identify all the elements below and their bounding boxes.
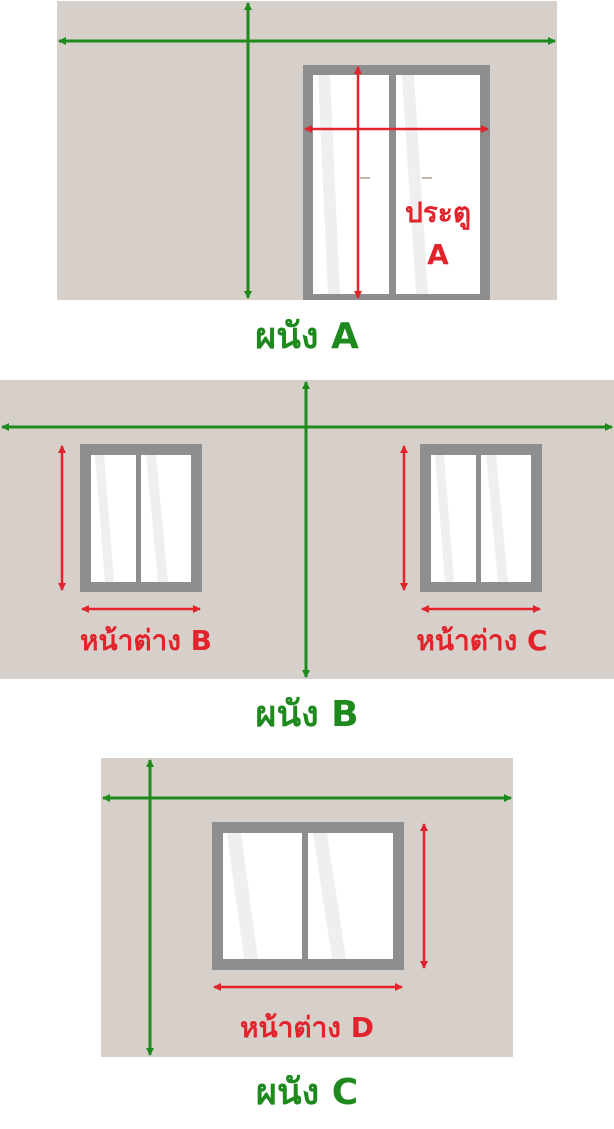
wall-b: หน้าต่าง B หน้าต่าง C ผนัง B [0, 380, 614, 735]
window-c-label: หน้าต่าง C [416, 624, 547, 657]
window-d-label: หน้าต่าง D [240, 1011, 374, 1044]
window-d [212, 822, 404, 970]
wall-c-label: ผนัง C [256, 1072, 358, 1113]
door-a-label-line1: ประตู [405, 196, 471, 230]
wall-c: หน้าต่าง D ผนัง C [101, 758, 513, 1113]
window-c [420, 444, 542, 592]
window-b [80, 444, 202, 592]
wall-a-label: ผนัง A [255, 316, 359, 357]
door-a-label-line2: A [427, 238, 449, 271]
door-a [303, 65, 490, 300]
wall-b-label: ผนัง B [255, 694, 358, 735]
wall-a: ประตู A ผนัง A [57, 1, 557, 357]
window-b-label: หน้าต่าง B [80, 624, 212, 657]
